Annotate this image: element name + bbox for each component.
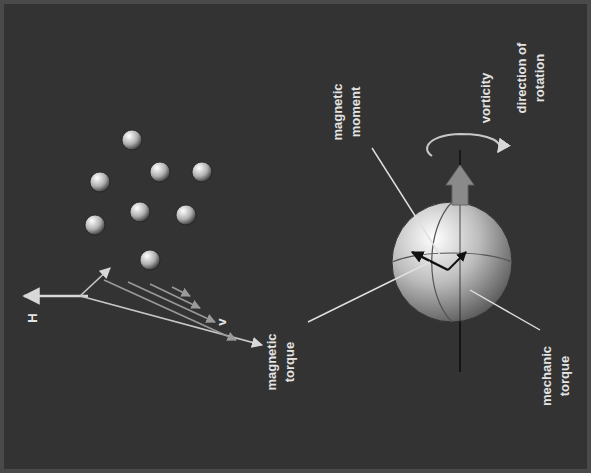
velocity-field bbox=[80, 268, 262, 345]
callout-label: magnetic torque bbox=[263, 328, 299, 396]
callout-label: mechanic torque bbox=[538, 342, 574, 410]
callout-label: vorticity bbox=[477, 58, 495, 138]
torque-arrow bbox=[448, 252, 466, 270]
field-arrow bbox=[24, 295, 88, 298]
vorticity-arrow bbox=[446, 165, 474, 205]
rotation-arrow bbox=[427, 134, 500, 156]
velocity-label: v bbox=[213, 312, 231, 332]
moment-arrow bbox=[412, 252, 448, 270]
leader-lines bbox=[308, 148, 540, 330]
callout-label: direction of rotation bbox=[513, 32, 549, 124]
field-label: H bbox=[24, 308, 42, 328]
callout-label: magnetic moment bbox=[329, 78, 365, 146]
particles bbox=[85, 130, 212, 270]
